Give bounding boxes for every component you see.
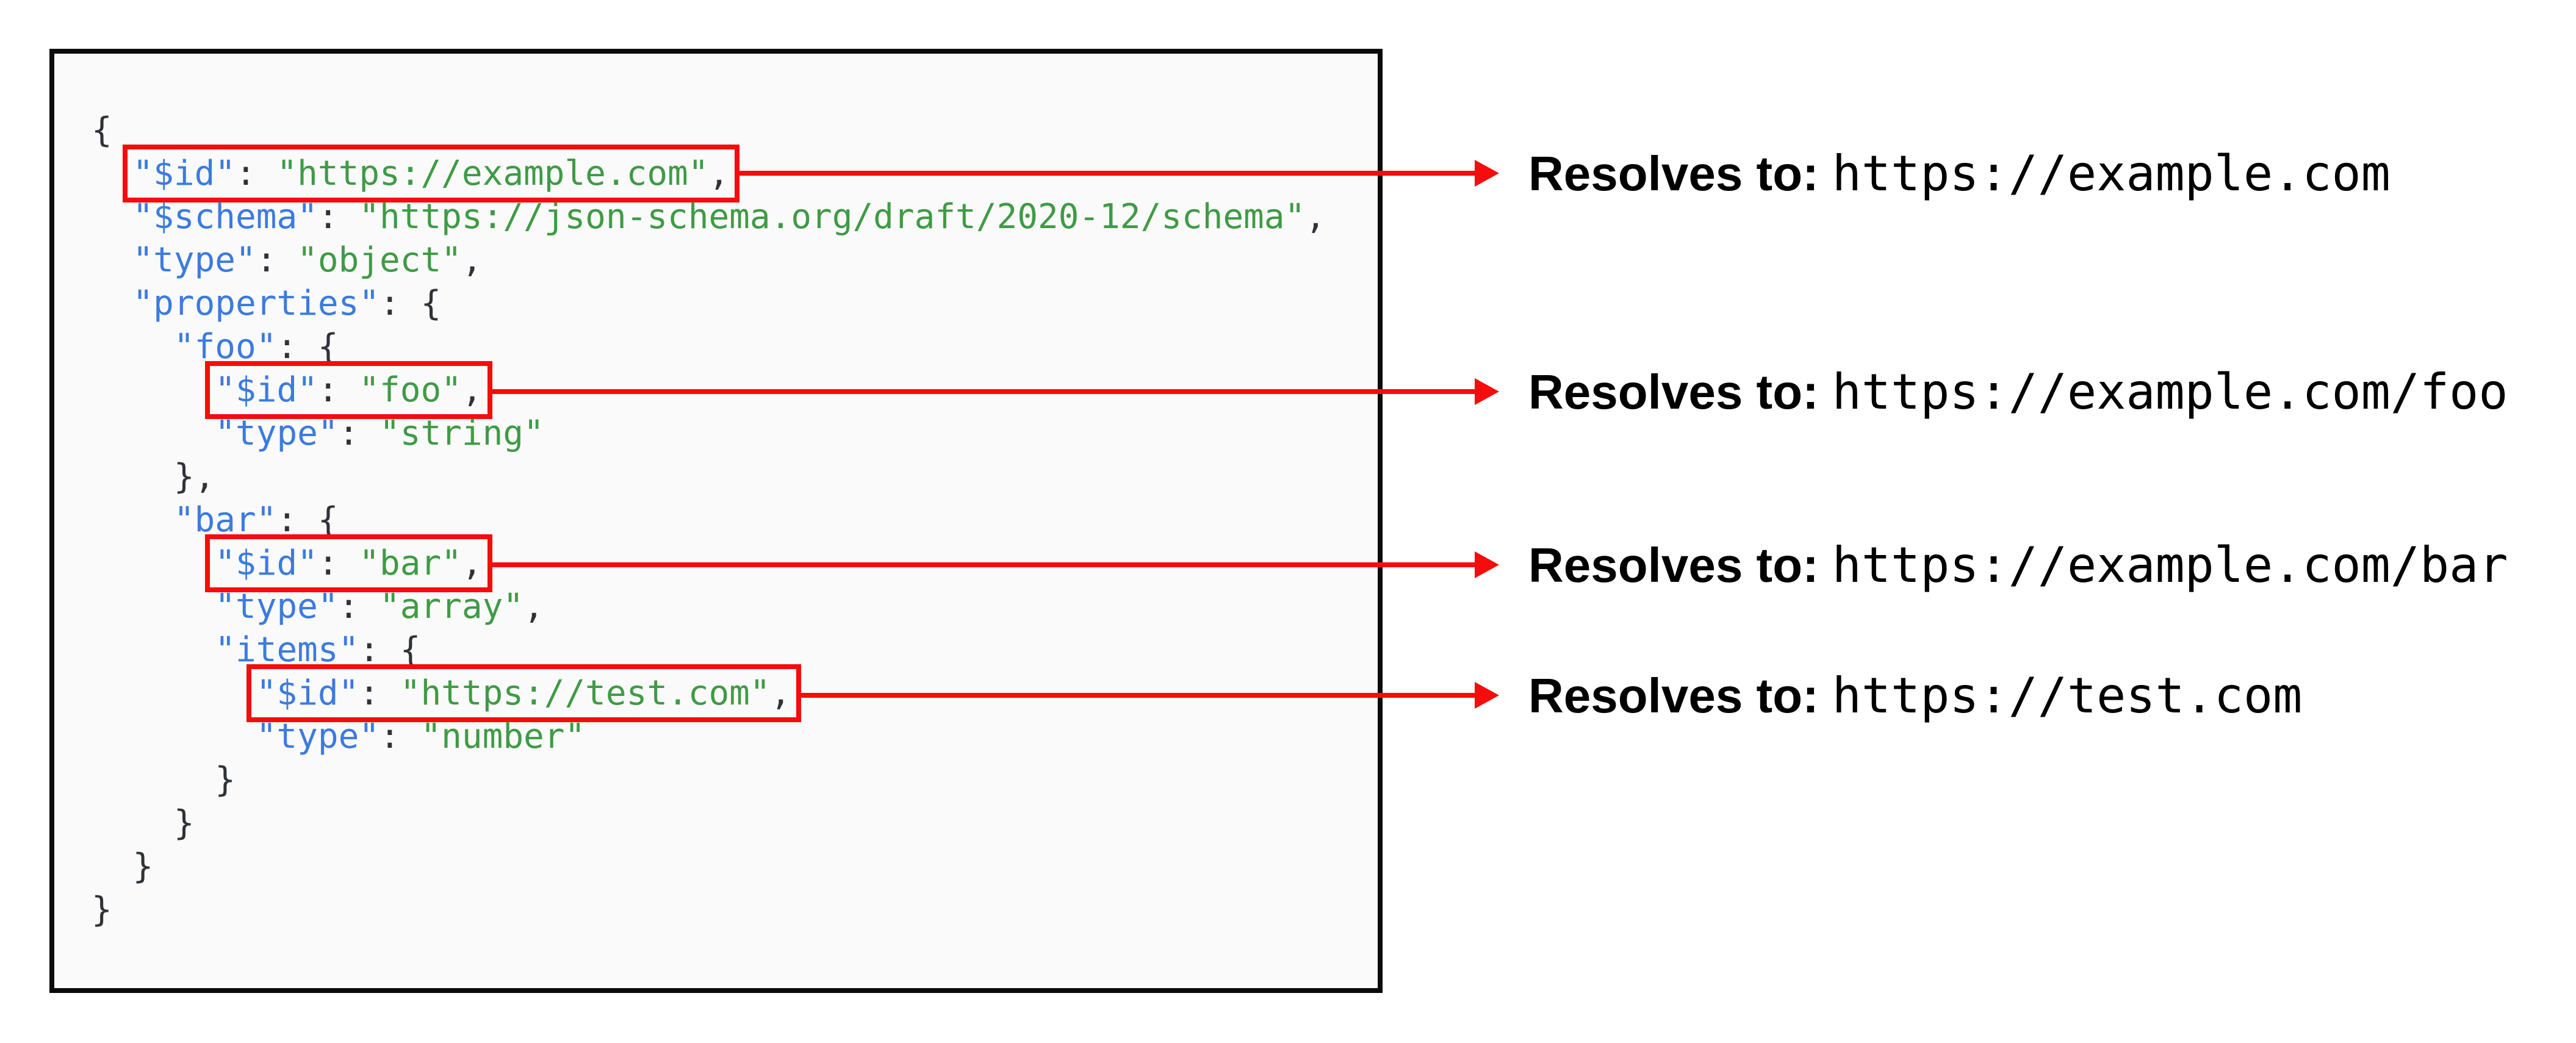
arrow-right-icon bbox=[1475, 378, 1499, 405]
json-punctuation: : { bbox=[380, 284, 442, 323]
resolved-url: https://example.com bbox=[1832, 145, 2391, 202]
json-key: "$id" bbox=[215, 370, 318, 410]
resolves-to-label: Resolves to: bbox=[1528, 538, 1819, 592]
arrow-right-icon bbox=[1475, 551, 1499, 578]
json-punctuation: } bbox=[92, 890, 112, 930]
json-punctuation: : bbox=[359, 673, 400, 713]
code-line: "foo": { bbox=[92, 325, 1326, 368]
resolve-arrow-2 bbox=[488, 378, 1499, 405]
code-line: "items": { bbox=[92, 628, 1326, 672]
json-punctuation: : bbox=[338, 414, 380, 453]
json-punctuation: : { bbox=[276, 327, 339, 367]
json-key: "$id" bbox=[256, 673, 359, 713]
code-line: "properties": { bbox=[92, 282, 1326, 325]
json-punctuation: : bbox=[338, 587, 380, 626]
json-punctuation: , bbox=[461, 543, 483, 583]
json-punctuation: }, bbox=[173, 457, 215, 496]
json-punctuation: , bbox=[708, 154, 730, 193]
json-string: "array" bbox=[380, 587, 524, 626]
code-line: } bbox=[92, 801, 1326, 845]
json-key: "$id" bbox=[132, 154, 236, 193]
code-line: "type": "array", bbox=[92, 585, 1326, 628]
json-punctuation: : bbox=[317, 543, 359, 583]
json-punctuation: } bbox=[132, 847, 154, 886]
json-key: "type" bbox=[215, 414, 339, 453]
json-punctuation: , bbox=[1305, 197, 1326, 237]
code-line: "type": "number" bbox=[92, 715, 1326, 758]
json-string: "object" bbox=[297, 240, 462, 280]
code-line: { bbox=[92, 109, 1326, 152]
json-key: "type" bbox=[132, 240, 256, 280]
json-punctuation: : bbox=[380, 717, 421, 756]
resolved-url: https://test.com bbox=[1832, 667, 2303, 724]
json-punctuation: } bbox=[173, 803, 195, 843]
resolved-url: https://example.com/bar bbox=[1832, 537, 2508, 593]
json-string: "bar" bbox=[359, 543, 462, 583]
json-punctuation: : bbox=[317, 370, 359, 410]
json-key: "$id" bbox=[215, 543, 318, 583]
json-string: "https://json-schema.org/draft/2020-12/s… bbox=[359, 197, 1306, 237]
code-line: }, bbox=[92, 455, 1326, 498]
arrow-right-icon bbox=[1475, 160, 1499, 187]
code-line: "type": "string" bbox=[92, 412, 1326, 455]
json-punctuation: , bbox=[770, 673, 791, 713]
json-punctuation: , bbox=[461, 240, 483, 280]
json-punctuation: : { bbox=[359, 630, 421, 670]
json-schema-code-panel: { "$id": "https://example.com", "$schema… bbox=[49, 49, 1383, 993]
annotation-row: Resolves to:https://example.com/bar bbox=[1528, 537, 2508, 593]
code-line: } bbox=[92, 888, 1326, 931]
annotation-row: Resolves to:https://example.com bbox=[1528, 146, 2391, 202]
json-key: "$schema" bbox=[132, 197, 318, 237]
resolve-arrow-1 bbox=[738, 160, 1499, 187]
resolved-url: https://example.com/foo bbox=[1832, 364, 2508, 420]
code-line: "type": "object", bbox=[92, 238, 1326, 282]
json-key: "items" bbox=[215, 630, 359, 670]
json-punctuation: : bbox=[256, 240, 298, 280]
resolves-to-label: Resolves to: bbox=[1528, 365, 1819, 419]
json-punctuation: : bbox=[317, 197, 359, 237]
json-punctuation: : { bbox=[276, 500, 339, 540]
code-line: } bbox=[92, 758, 1326, 801]
code-line: "$schema": "https://json-schema.org/draf… bbox=[92, 195, 1326, 238]
resolve-arrow-4 bbox=[798, 682, 1499, 709]
code-line: "bar": { bbox=[92, 498, 1326, 542]
json-string: "https://example.com" bbox=[276, 154, 709, 193]
arrow-right-icon bbox=[1475, 682, 1499, 709]
code-line: } bbox=[92, 845, 1326, 888]
resolves-to-label: Resolves to: bbox=[1528, 668, 1819, 723]
resolve-arrow-3 bbox=[488, 551, 1499, 578]
json-key: "foo" bbox=[173, 327, 277, 367]
json-string: "string" bbox=[380, 414, 544, 453]
code-listing: { "$id": "https://example.com", "$schema… bbox=[92, 109, 1326, 931]
json-string: "number" bbox=[420, 717, 586, 756]
json-key: "type" bbox=[215, 587, 339, 626]
json-punctuation: : bbox=[236, 154, 277, 193]
json-punctuation: , bbox=[461, 370, 483, 410]
json-key: "type" bbox=[256, 717, 380, 756]
annotation-row: Resolves to:https://test.com bbox=[1528, 668, 2302, 724]
resolves-to-label: Resolves to: bbox=[1528, 146, 1819, 201]
annotation-row: Resolves to:https://example.com/foo bbox=[1528, 364, 2508, 420]
json-key: "bar" bbox=[173, 500, 277, 540]
json-punctuation: { bbox=[92, 110, 112, 150]
json-string: "foo" bbox=[359, 370, 462, 410]
json-string: "https://test.com" bbox=[400, 673, 771, 713]
json-key: "properties" bbox=[132, 284, 380, 323]
json-punctuation: } bbox=[215, 760, 236, 800]
json-punctuation: , bbox=[523, 587, 544, 626]
